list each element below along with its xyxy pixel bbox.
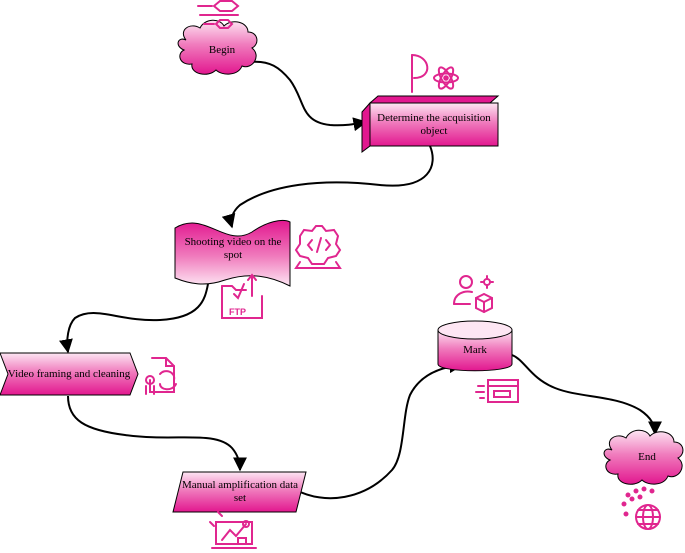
determine-box-shape <box>361 95 500 153</box>
mark-cylinder-shape <box>437 320 513 372</box>
begin-cloud-shape <box>177 19 258 75</box>
connector-shooting-to-framing <box>59 283 209 354</box>
connector-begin-to-determine <box>249 60 368 132</box>
connector-amplification-to-mark <box>295 359 464 500</box>
analytics-laptop-icon <box>209 511 257 549</box>
ftp-label: FTP <box>229 307 246 317</box>
amplification-shape <box>172 471 307 513</box>
connector-framing-to-amplification <box>67 395 247 472</box>
connector-mark-to-end <box>511 354 662 436</box>
connector-determine-to-shooting <box>221 145 434 229</box>
browser-window-icon <box>475 379 519 403</box>
end-cloud-shape <box>603 429 684 485</box>
p-atom-icon <box>411 54 459 93</box>
ftp-folder-icon: FTP <box>221 273 263 319</box>
code-gear-icon <box>294 225 342 269</box>
globe-network-icon <box>621 486 661 530</box>
framing-shape <box>0 352 139 396</box>
document-refresh-icon <box>145 357 177 395</box>
flow-lines-icon <box>197 0 240 29</box>
user-settings-icon <box>453 275 494 314</box>
shooting-shape <box>174 219 291 287</box>
